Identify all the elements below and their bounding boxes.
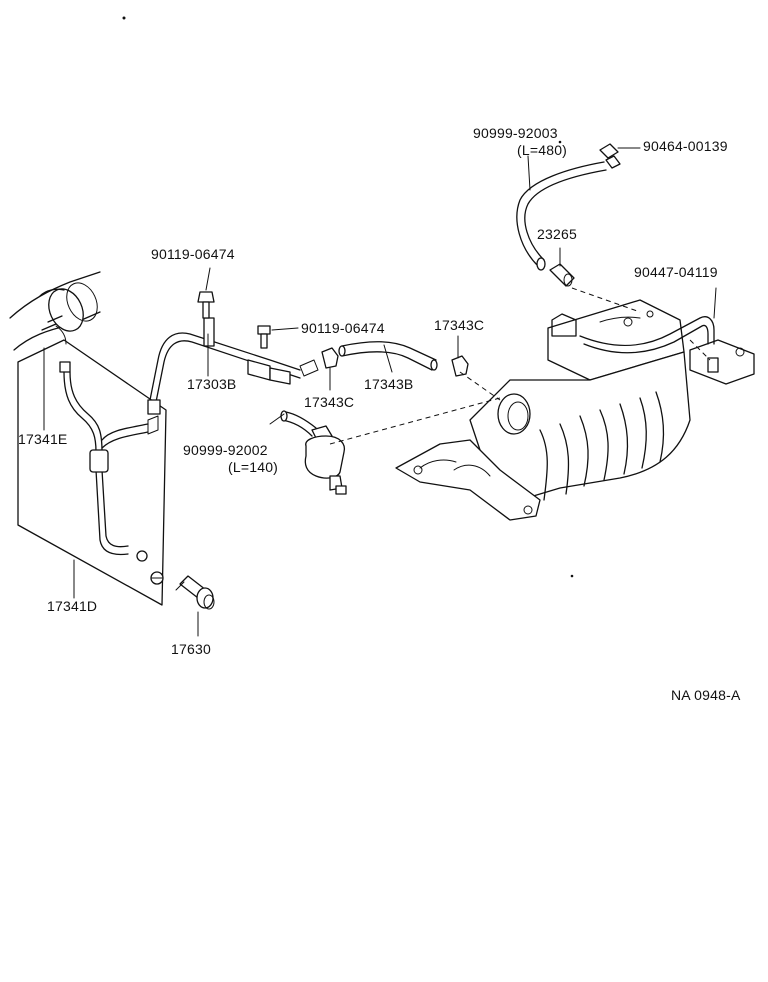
label-17303B: 17303B: [187, 376, 237, 392]
label-90999-92002: 90999-92002: [183, 442, 268, 458]
label-90464-00139: 90464-00139: [643, 138, 728, 154]
hose-90999-92003: [516, 155, 607, 271]
label-90999-92002-length: (L=140): [228, 459, 279, 475]
label-17341D: 17341D: [47, 598, 98, 614]
intake-manifold: [395, 299, 755, 521]
clip-17343C-b: [451, 335, 469, 377]
pipe-17303B: [147, 317, 319, 415]
hose-17343B: [338, 341, 438, 373]
label-90119-06474-mid: 90119-06474: [301, 320, 385, 336]
label-17343C-left: 17343C: [304, 394, 355, 410]
label-17630: 17630: [171, 641, 211, 657]
clamp-90464-00139: [599, 143, 641, 169]
scan-specks: [122, 16, 574, 578]
label-17343C-right: 17343C: [434, 317, 485, 333]
sensor-23265: [549, 247, 575, 287]
bolt-90119-06474-b: [257, 325, 299, 349]
label-17343B: 17343B: [364, 376, 414, 392]
leader-lines: [43, 287, 717, 599]
vsv-17630: [175, 575, 215, 637]
connection-lines: [329, 287, 711, 445]
hose-90999-92002: [269, 410, 317, 437]
label-90999-92003-length: (L=480): [517, 142, 568, 158]
exhaust-pipe: [9, 271, 101, 351]
vacuum-switching-valve: [304, 425, 347, 495]
label-23265: 23265: [537, 226, 577, 242]
diagram-code: NA 0948-A: [671, 687, 741, 703]
label-90447-04119: 90447-04119: [634, 264, 718, 280]
panel-17341D: [17, 339, 167, 606]
label-90119-06474-top: 90119-06474: [151, 246, 235, 262]
label-90999-92003: 90999-92003: [473, 125, 558, 141]
label-17341E: 17341E: [18, 431, 68, 447]
clip-17343C-a: [321, 347, 339, 391]
hose-90447-04119: [579, 316, 715, 354]
bolt-90119-06474-a: [197, 267, 215, 319]
